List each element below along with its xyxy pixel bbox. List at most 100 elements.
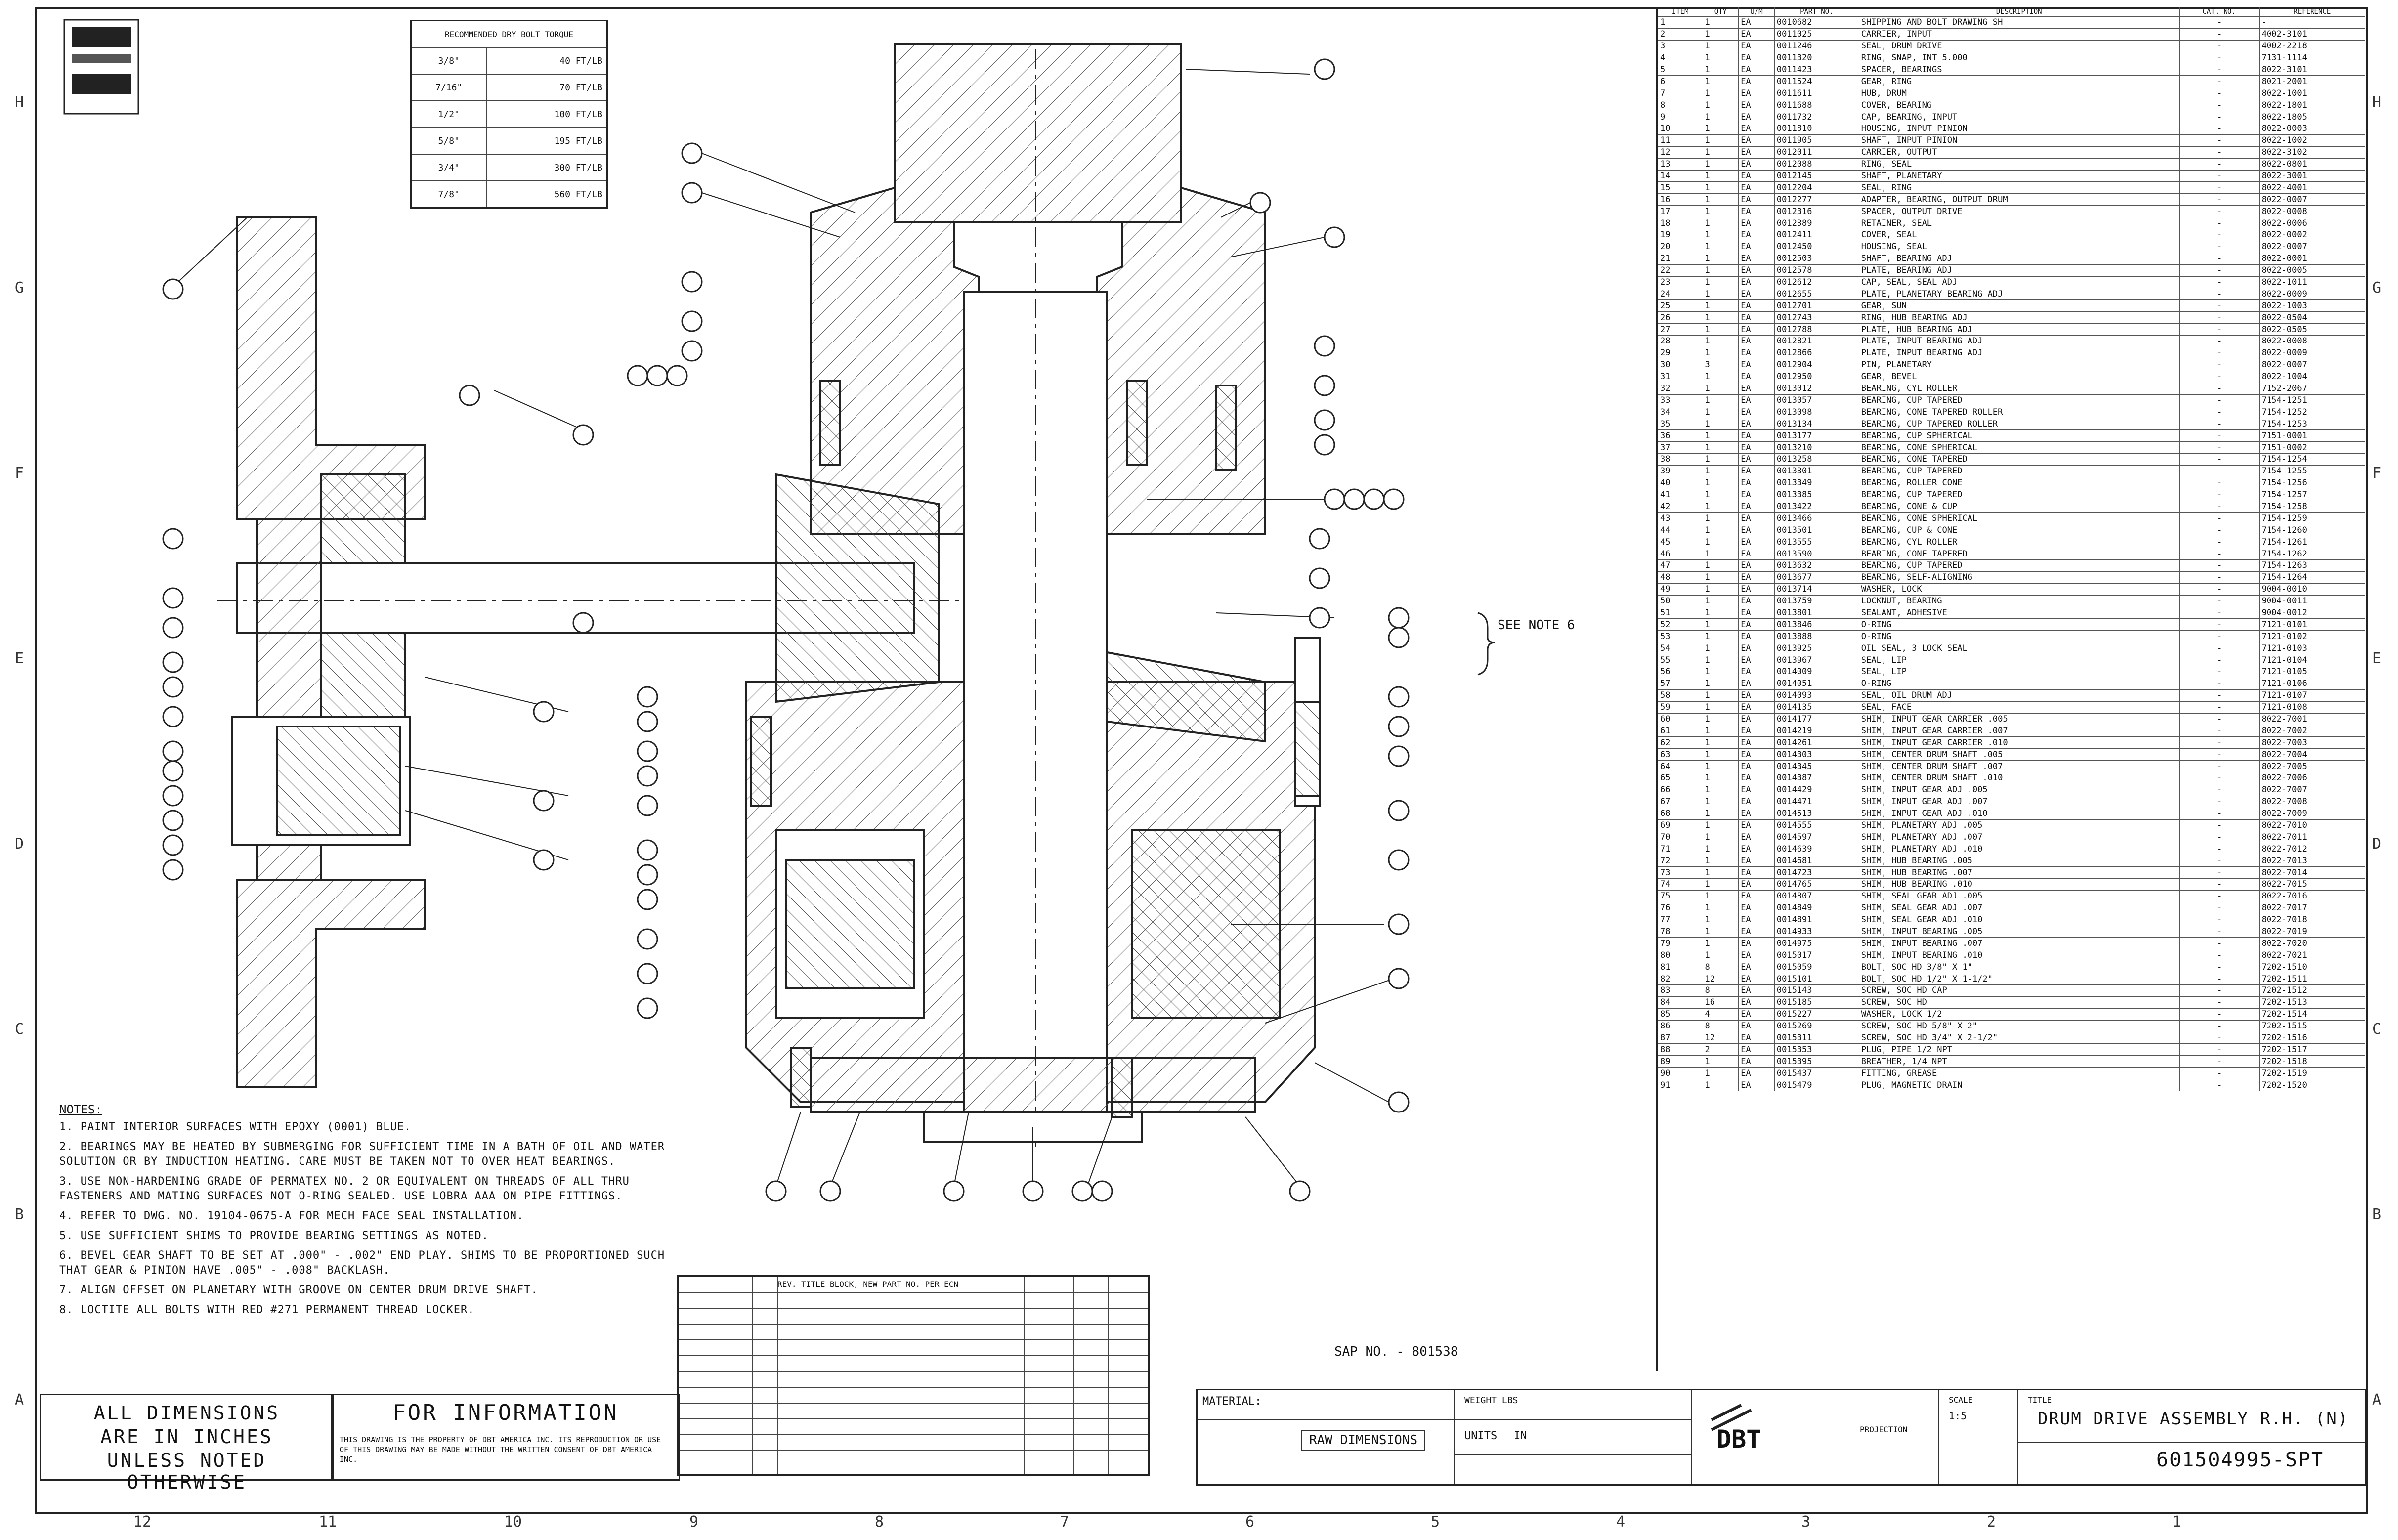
bom-cat-no: - xyxy=(2179,358,2260,371)
dims-line-3: UNLESS NOTED OTHERWISE xyxy=(107,1450,267,1493)
bom-item: 64 xyxy=(1658,760,1703,772)
bom-item: 74 xyxy=(1658,878,1703,891)
bom-item: 32 xyxy=(1658,382,1703,395)
bom-ref: 8022-0504 xyxy=(2259,311,2366,324)
bom-part: 0014849 xyxy=(1774,901,1859,914)
bom-um: EA xyxy=(1738,807,1775,820)
bom-part: 0014345 xyxy=(1774,760,1859,772)
bolt-size: 1/2" xyxy=(410,100,487,128)
bom-ref: 7202-1517 xyxy=(2259,1043,2366,1056)
bom-desc: SEAL, RING xyxy=(1858,181,2180,194)
raw-dimensions: RAW DIMENSIONS xyxy=(1301,1430,1426,1451)
bom-cat-no: - xyxy=(2179,748,2260,761)
bom-um: EA xyxy=(1738,193,1775,206)
bom-cat-no: - xyxy=(2179,677,2260,690)
bom-um: EA xyxy=(1738,1079,1775,1092)
bom-item: 40 xyxy=(1658,476,1703,489)
bom-qty: 1 xyxy=(1702,689,1739,702)
drawing-number: 601504995-SPT xyxy=(2156,1449,2324,1471)
bom-cat-no: - xyxy=(2179,205,2260,218)
bom-part: 0014639 xyxy=(1774,843,1859,856)
bom-desc: BEARING, SELF-ALIGNING xyxy=(1858,571,2180,584)
bolt-size: 3/8" xyxy=(410,47,487,75)
bom-ref: 8022-0009 xyxy=(2259,288,2366,300)
bom-um: EA xyxy=(1738,429,1775,442)
bom-ref: 7154-1258 xyxy=(2259,500,2366,513)
bom-ref: 7202-1515 xyxy=(2259,1020,2366,1032)
bom-ref: 7152-2067 xyxy=(2259,382,2366,395)
bom-cat-no: - xyxy=(2179,99,2260,112)
bom-qty: 1 xyxy=(1702,559,1739,572)
bom-part: 0014177 xyxy=(1774,713,1859,726)
bom-desc: RING, SNAP, INT 5.000 xyxy=(1858,51,2180,64)
bom-item: 75 xyxy=(1658,890,1703,902)
bom-ref: 8022-7014 xyxy=(2259,866,2366,879)
bom-cat-no: - xyxy=(2179,536,2260,549)
bom-part: 0011246 xyxy=(1774,40,1859,52)
bom-ref: 7154-1261 xyxy=(2259,536,2366,549)
bom-um: EA xyxy=(1738,606,1775,619)
bom-item: 73 xyxy=(1658,866,1703,879)
bom-item: 47 xyxy=(1658,559,1703,572)
bom-um: EA xyxy=(1738,1020,1775,1032)
zone-number: 6 xyxy=(1245,1513,1255,1531)
bom-um: EA xyxy=(1738,677,1775,690)
bom-ref: 8022-3101 xyxy=(2259,63,2366,76)
bom-item: 2 xyxy=(1658,28,1703,41)
note-item: 1. PAINT INTERIOR SURFACES WITH EPOXY (0… xyxy=(59,1121,412,1133)
bom-um: EA xyxy=(1738,583,1775,596)
bom-desc: BEARING, CUP & CONE xyxy=(1858,524,2180,537)
bom-desc: BEARING, CUP TAPERED ROLLER xyxy=(1858,418,2180,430)
bom-part: 0014975 xyxy=(1774,937,1859,950)
bom-ref: 8022-0005 xyxy=(2259,264,2366,277)
bom-desc: SHIM, CENTER DRUM SHAFT .010 xyxy=(1858,772,2180,784)
bom-cat-no: - xyxy=(2179,1079,2260,1092)
bom-item: 58 xyxy=(1658,689,1703,702)
bom-um: EA xyxy=(1738,205,1775,218)
bom-ref: 8022-0007 xyxy=(2259,358,2366,371)
bom-cat-no: - xyxy=(2179,40,2260,52)
bom-um: EA xyxy=(1738,866,1775,879)
bom-cat-no: - xyxy=(2179,819,2260,832)
bom-item: 33 xyxy=(1658,394,1703,407)
bom-cat-no: - xyxy=(2179,382,2260,395)
bom-part: 0012866 xyxy=(1774,346,1859,359)
torque-row: 3/4"300 FT/LB xyxy=(410,154,608,181)
zone-letter: A xyxy=(2372,1391,2382,1409)
bom-um: EA xyxy=(1738,418,1775,430)
bom-um: EA xyxy=(1738,40,1775,52)
bom-um: EA xyxy=(1738,229,1775,241)
title-block: MATERIAL: RAW DIMENSIONS WEIGHT LBS UNIT… xyxy=(1196,1389,2366,1486)
bom-ref: 7154-1260 xyxy=(2259,524,2366,537)
bom-qty: 1 xyxy=(1702,500,1739,513)
bom-ref: 8022-0009 xyxy=(2259,346,2366,359)
zone-letter: D xyxy=(15,835,24,853)
bom-cat-no: - xyxy=(2179,595,2260,607)
bom-item: 50 xyxy=(1658,595,1703,607)
bom-desc: SPACER, OUTPUT DRIVE xyxy=(1858,205,2180,218)
bom-cat-no: - xyxy=(2179,406,2260,419)
bom-um: EA xyxy=(1738,725,1775,737)
bom-item: 66 xyxy=(1658,783,1703,796)
bom-desc: FITTING, GREASE xyxy=(1858,1067,2180,1080)
bom-ref: 8022-7007 xyxy=(2259,783,2366,796)
bom-ref: 9004-0010 xyxy=(2259,583,2366,596)
bom-um: EA xyxy=(1738,111,1775,124)
bom-cat-no: - xyxy=(2179,973,2260,985)
bom-qty: 1 xyxy=(1702,382,1739,395)
bom-qty: 1 xyxy=(1702,217,1739,230)
bom-qty: 1 xyxy=(1702,123,1739,135)
